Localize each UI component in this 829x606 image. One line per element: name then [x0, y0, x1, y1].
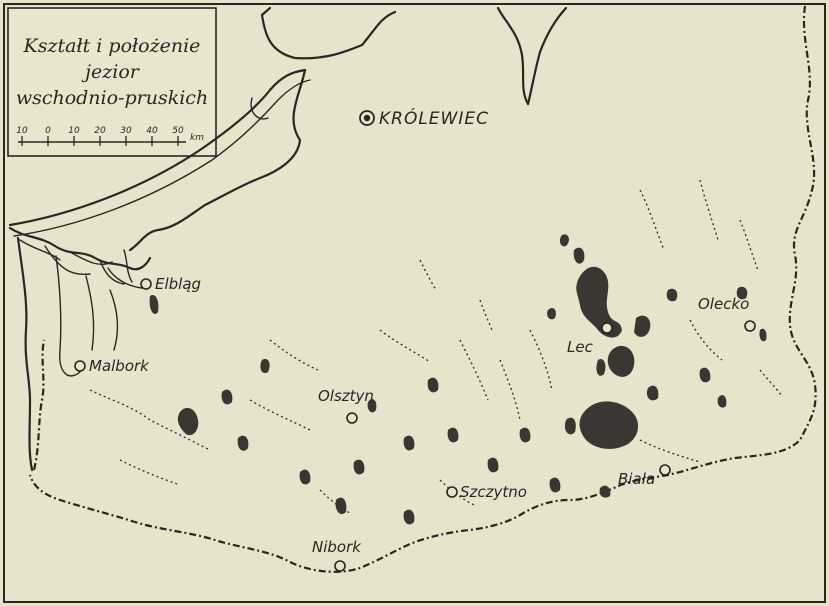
city-biala[interactable]: Biała — [618, 464, 671, 488]
streams-layer — [89, 179, 783, 515]
city-label-olecko: Olecko — [698, 295, 749, 313]
city-malbork[interactable]: Malbork — [74, 357, 150, 375]
city-lec[interactable]: Lec — [567, 322, 613, 356]
legend-title-line-1: Kształt i położenie — [23, 35, 201, 57]
city-label-szczytno: Szczytno — [460, 483, 527, 501]
city-label-elblag: Elbląg — [155, 275, 201, 293]
city-krolewiec[interactable]: KRÓLEWIEC — [359, 107, 489, 129]
coastline — [8, 6, 568, 472]
scale-tick-label-5: 40 — [146, 126, 158, 136]
scale-tick-label-6: 50 — [172, 126, 184, 136]
scale-tick-label-0: 10 — [16, 126, 28, 136]
scale-tick-label-3: 20 — [94, 126, 106, 136]
city-label-krolewiec: KRÓLEWIEC — [379, 107, 489, 129]
state-border — [28, 5, 817, 573]
legend-title-line-3: wschodnio-pruskich — [16, 87, 208, 109]
lake-sniardwy — [579, 401, 639, 449]
city-label-malbork: Malbork — [89, 357, 150, 375]
cities-layer: KRÓLEWIEC Elbląg Malbork Olsztyn Szczytn… — [74, 107, 756, 572]
city-label-lec: Lec — [567, 338, 594, 356]
city-olecko[interactable]: Olecko — [698, 295, 756, 332]
city-nibork[interactable]: Nibork — [312, 538, 362, 572]
legend-box: Kształt i położenie jezior wschodnio-pru… — [7, 7, 217, 157]
scale-bar: 10 0 10 20 30 40 50 km — [16, 126, 204, 146]
legend-title-line-2: jezior — [81, 61, 141, 83]
city-label-olsztyn: Olsztyn — [318, 387, 374, 405]
legend-frame — [7, 7, 217, 157]
lake-niegocin — [607, 345, 635, 377]
scale-tick-label-4: 30 — [120, 126, 132, 136]
city-label-biala: Biała — [618, 470, 655, 488]
scale-tick-label-2: 10 — [68, 126, 80, 136]
lake-mamry — [576, 266, 622, 338]
map-frame — [3, 3, 826, 603]
city-szczytno[interactable]: Szczytno — [446, 483, 527, 501]
city-label-nibork: Nibork — [312, 538, 362, 556]
scale-unit: km — [190, 133, 204, 143]
scale-tick-label-1: 0 — [45, 126, 51, 136]
city-olsztyn[interactable]: Olsztyn — [318, 387, 374, 424]
lakes-layer — [149, 234, 767, 525]
city-elblag[interactable]: Elbląg — [140, 275, 201, 293]
